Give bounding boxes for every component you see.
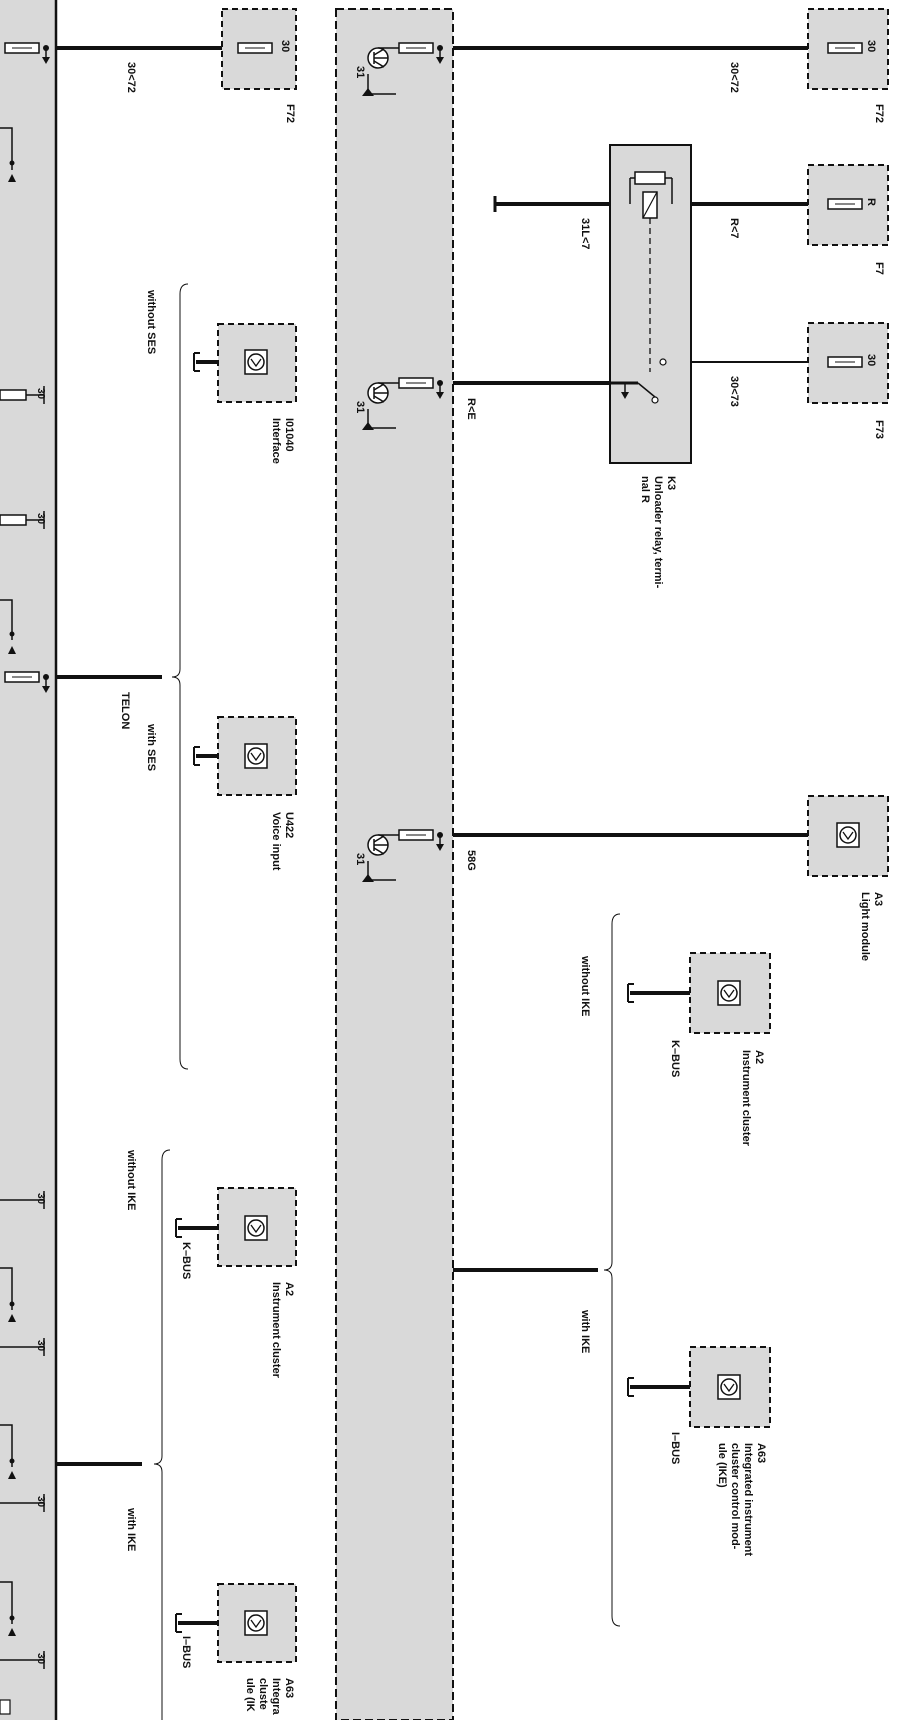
left-terminal-3: 30	[35, 1193, 46, 1205]
module-u422[interactable]	[193, 716, 297, 796]
variant-with-ike-right: with IKE	[579, 1309, 591, 1353]
variant-without-ike-left: without IKE	[125, 1149, 137, 1211]
f73-terminal: 30	[865, 354, 877, 366]
variant-without-ses: without SES	[145, 289, 157, 354]
a63-right-name-2: cluster control mod-	[729, 1443, 741, 1550]
a63-left-code: A63	[283, 1678, 295, 1698]
f7-terminal: R	[865, 198, 877, 206]
f72-code: F72	[873, 104, 885, 123]
wire-label-30-73: 30<73	[728, 376, 740, 407]
variant-without-ike-right: without IKE	[579, 955, 591, 1017]
a63-right-code: A63	[755, 1443, 767, 1463]
a63-right-bus: I–BUS	[669, 1432, 681, 1464]
a2-left-bus: K–BUS	[180, 1242, 192, 1279]
f7-code: F7	[873, 262, 885, 275]
ground-label-2: 31	[354, 401, 366, 413]
a63-left-bus: I–BUS	[180, 1636, 192, 1668]
a2-right-code: A2	[753, 1050, 765, 1064]
module-i01040[interactable]	[193, 323, 297, 403]
a63-left-name-3: ule (IK	[244, 1678, 256, 1712]
fuse-box-f72[interactable]: 30	[807, 8, 889, 90]
f73-code: F73	[873, 420, 885, 439]
i01040-name: Interface	[270, 418, 282, 464]
a3-name: Light module	[859, 892, 871, 961]
brace-ike-right	[603, 913, 621, 1627]
a63-left-name-1: Integra	[270, 1678, 282, 1716]
relay-k3[interactable]	[493, 144, 692, 464]
a2-left-name: Instrument cluster	[270, 1282, 282, 1379]
left-terminal-1: 30	[35, 388, 46, 400]
k3-code: K3	[665, 476, 677, 490]
left-terminal-6: 30	[35, 1653, 46, 1665]
module-a2-left[interactable]	[175, 1187, 297, 1267]
k3-name-1: Unloader relay, termi-	[652, 476, 664, 589]
u422-name: Voice input	[270, 812, 282, 871]
fuse-box-f7[interactable]: R	[807, 164, 889, 246]
wire-label-30-72-left: 30<72	[125, 62, 137, 93]
a2-right-name: Instrument cluster	[740, 1050, 752, 1147]
center-band-components	[362, 42, 445, 882]
a63-right-name-3: ule (IKE)	[716, 1443, 728, 1488]
left-gray-band	[0, 0, 56, 1720]
wire-label-58g: 58G	[465, 850, 477, 871]
brace-ike-left	[153, 1149, 171, 1720]
left-band-components	[0, 42, 51, 1715]
module-a3[interactable]	[807, 795, 889, 877]
u422-code: U422	[283, 812, 295, 838]
k3-name-2: nal R	[639, 476, 651, 503]
variant-with-ike-left: with IKE	[125, 1507, 137, 1551]
wire-label-r-e: R<E	[465, 398, 477, 420]
f72-terminal: 30	[865, 40, 877, 52]
fuse-box-f72-left[interactable]: 30	[221, 8, 297, 90]
ground-label-3: 31	[354, 853, 366, 865]
left-terminal-2: 30	[35, 513, 46, 525]
a63-left-name-2: cluste	[257, 1678, 269, 1710]
module-a63-left[interactable]	[175, 1583, 297, 1663]
a2-right-bus: K–BUS	[669, 1040, 681, 1077]
f72-left-code: F72	[284, 104, 296, 123]
f72-left-terminal: 30	[279, 40, 291, 52]
wire-label-30-72-right: 30<72	[728, 62, 740, 93]
wire-label-telon: TELON	[119, 692, 131, 729]
left-terminal-4: 30	[35, 1340, 46, 1352]
wire-label-r7: R<7	[728, 218, 740, 239]
variant-with-ses: with SES	[145, 723, 157, 771]
a63-right-name-1: Integrated instrument	[742, 1443, 754, 1556]
a3-code: A3	[872, 892, 884, 906]
module-a63-right[interactable]	[627, 1346, 771, 1428]
wire-label-31l7: 31L<7	[579, 218, 591, 250]
ground-label-1: 31	[354, 66, 366, 78]
i01040-code: I01040	[283, 418, 295, 452]
module-a2-right[interactable]	[627, 952, 771, 1034]
center-dashed-band	[335, 8, 454, 1720]
left-terminal-5: 30	[35, 1496, 46, 1508]
a2-left-code: A2	[283, 1282, 295, 1296]
brace-ses	[171, 283, 189, 1070]
fuse-box-f73[interactable]: 30	[807, 322, 889, 404]
